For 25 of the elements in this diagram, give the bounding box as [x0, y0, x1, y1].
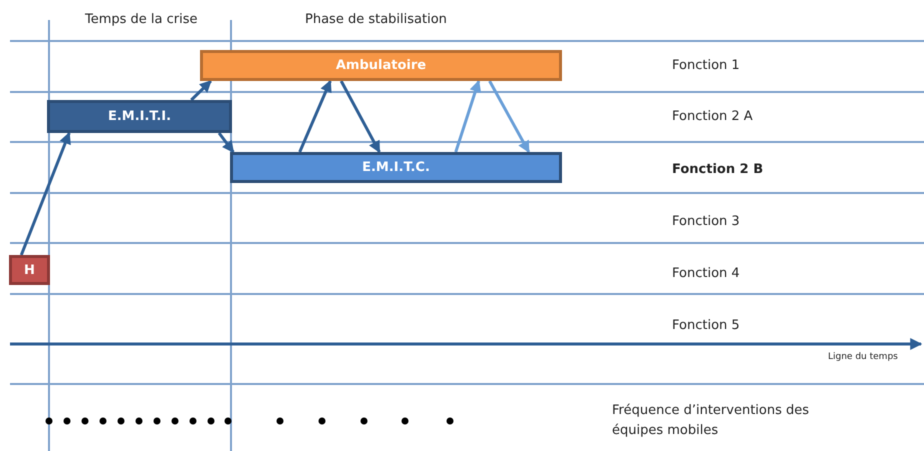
node-label: H	[24, 262, 35, 278]
node-label: E.M.I.T.I.	[108, 109, 172, 124]
row-label: Fonction 4	[672, 265, 740, 283]
row-label: Fonction 3	[672, 213, 740, 231]
arrow	[340, 80, 381, 154]
process-box	[9, 255, 50, 285]
row-label: Fonction 5	[672, 317, 740, 335]
axis-label: Ligne du temps	[828, 351, 898, 364]
arrow	[298, 80, 332, 153]
process-box	[200, 50, 562, 81]
arrow	[190, 80, 212, 102]
process-box	[47, 100, 232, 133]
column-heading: Phase de stabilisation	[305, 11, 447, 29]
row-label: Fonction 1	[672, 57, 740, 75]
process-box	[230, 152, 562, 183]
row-label: Fonction 2 A	[672, 108, 753, 126]
column-heading: Temps de la crise	[85, 11, 198, 29]
note-text: Fréquence d’interventions des équipes mobiles	[612, 402, 810, 440]
node-label: Ambulatoire	[336, 58, 426, 73]
arrow	[488, 80, 530, 154]
arrow	[454, 80, 482, 152]
arrow	[20, 132, 71, 256]
node-label: E.M.I.T.C.	[362, 160, 430, 175]
arrow	[218, 132, 235, 153]
row-label: Fonction 2 B	[672, 161, 764, 179]
